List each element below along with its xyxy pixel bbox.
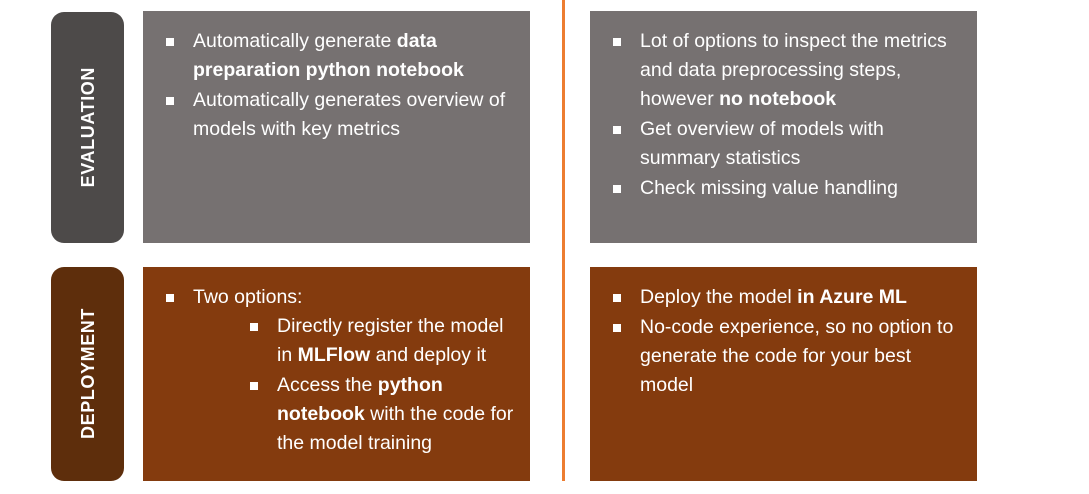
bullet-square-icon [613,126,621,134]
bullet-item: Automatically generates overview of mode… [157,86,516,144]
bullet-square-icon [613,38,621,46]
bullet-square-icon [250,382,258,390]
row-label-tab-deployment: DEPLOYMENT [51,267,124,481]
bullet-square-icon [166,294,174,302]
bullet-square-icon [613,185,621,193]
bullet-text: Access the python notebook with the code… [277,374,514,454]
row-label-tab-evaluation: EVALUATION [51,12,124,243]
bullet-item: Two options: Directly register the model … [157,283,516,458]
vertical-orange-divider [562,0,565,481]
bullet-list: Two options: Directly register the model … [157,283,516,458]
bullet-text: Directly register the model in MLFlow an… [277,315,504,366]
bullet-text: Automatically generates overview of mode… [193,89,506,140]
bullet-item: Directly register the model in MLFlow an… [241,312,516,370]
bullet-text: Two options: [193,286,303,308]
panel-deployment-left: Two options: Directly register the model … [143,267,530,481]
bullet-item: Deploy the model in Azure ML [604,283,963,312]
bullet-list: Automatically generate data preparation … [157,27,516,144]
bullet-list: Deploy the model in Azure ML No-code expe… [604,283,963,400]
row-label-deployment: DEPLOYMENT [77,308,98,440]
bullet-square-icon [613,324,621,332]
bullet-text: No-code experience, so no option to gene… [640,316,954,396]
bullet-item: Get overview of models with summary stat… [604,115,963,173]
nested-bullet-list: Directly register the model in MLFlow an… [241,312,516,458]
bullet-text: Deploy the model in Azure ML [640,286,907,308]
bullet-item: Check missing value handling [604,174,963,203]
bullet-item: No-code experience, so no option to gene… [604,313,963,400]
bullet-item: Access the python notebook with the code… [241,371,516,458]
bullet-text: Get overview of models with summary stat… [640,118,884,169]
bullet-text: Lot of options to inspect the metrics an… [640,30,947,110]
panel-evaluation-left: Automatically generate data preparation … [143,11,530,243]
bullet-square-icon [250,323,258,331]
bullet-item: Automatically generate data preparation … [157,27,516,85]
bullet-square-icon [166,38,174,46]
row-label-evaluation: EVALUATION [77,67,98,188]
bullet-square-icon [166,97,174,105]
bullet-square-icon [613,294,621,302]
panel-deployment-right: Deploy the model in Azure ML No-code expe… [590,267,977,481]
bullet-item: Lot of options to inspect the metrics an… [604,27,963,114]
bullet-list: Lot of options to inspect the metrics an… [604,27,963,203]
bullet-text: Check missing value handling [640,177,898,199]
bullet-text: Automatically generate data preparation … [193,30,464,81]
panel-evaluation-right: Lot of options to inspect the metrics an… [590,11,977,243]
